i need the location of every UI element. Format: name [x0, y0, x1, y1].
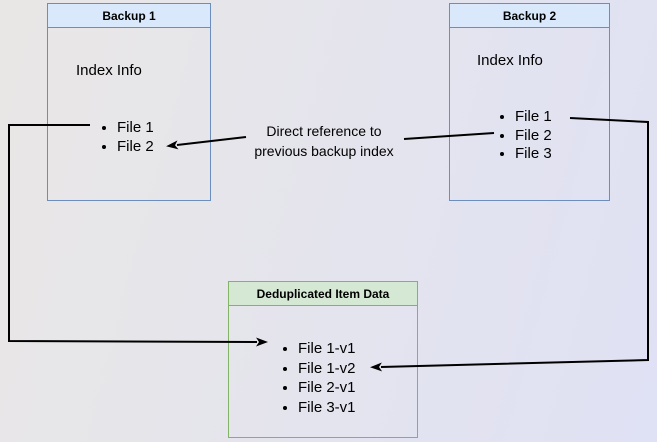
backup2-title: Backup 2 — [450, 4, 609, 28]
list-item: File 1 — [515, 108, 552, 127]
dedup-title: Deduplicated Item Data — [229, 282, 417, 306]
list-item: File 1-v1 — [298, 339, 356, 359]
dedup-file-list: File 1-v1 File 1-v2 File 2-v1 File 3-v1 — [281, 339, 356, 417]
list-item: File 2-v1 — [298, 378, 356, 398]
annotation-line2: previous backup index — [254, 143, 394, 159]
list-item: File 2 — [515, 127, 552, 146]
annotation-line1: Direct reference to — [266, 123, 382, 139]
list-item: File 2 — [117, 137, 154, 156]
backup1-index-info-label: Index Info — [76, 62, 142, 79]
backup2-index-info-label: Index Info — [477, 52, 543, 69]
dedup-box: Deduplicated Item Data File 1-v1 File 1-… — [228, 281, 418, 438]
list-item: File 3-v1 — [298, 398, 356, 418]
list-item: File 1 — [117, 118, 154, 137]
list-item: File 3 — [515, 145, 552, 164]
direct-reference-annotation: Direct reference to previous backup inde… — [244, 121, 404, 161]
backup1-file-list: File 1 File 2 — [100, 118, 154, 156]
backup1-box: Backup 1 Index Info File 1 File 2 — [47, 3, 211, 201]
backup1-title: Backup 1 — [48, 4, 210, 28]
list-item: File 1-v2 — [298, 359, 356, 379]
backup2-file-list: File 1 File 2 File 3 — [498, 108, 552, 164]
backup2-box: Backup 2 Index Info File 1 File 2 File 3 — [449, 3, 610, 201]
